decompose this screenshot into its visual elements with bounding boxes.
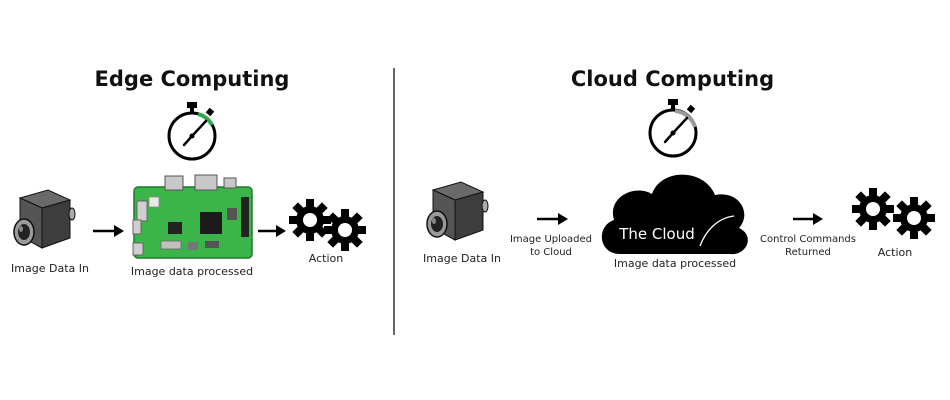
cloud-text: The Cloud	[619, 225, 695, 243]
arrow-right-icon	[793, 213, 823, 225]
cloud-input-label: Image Data In	[423, 252, 501, 265]
edge-title: Edge Computing	[94, 67, 290, 91]
cloud-process-label: Image data processed	[613, 257, 737, 270]
camera-icon	[13, 189, 76, 249]
edge-input-label: Image Data In	[11, 262, 89, 275]
arrow-right-icon	[537, 213, 568, 225]
stopwatch-icon	[648, 97, 698, 158]
upload-label: Image Uploaded to Cloud	[509, 234, 593, 258]
gears-icon	[289, 199, 366, 251]
arrow-right-icon	[258, 225, 286, 237]
cloud-icon	[601, 174, 748, 255]
edge-process-label: Image data processed	[130, 265, 254, 278]
arrow-right-icon	[93, 225, 124, 237]
cloud-output-label: Action	[877, 246, 913, 259]
camera-icon	[426, 181, 489, 241]
edge-output-label: Action	[308, 252, 344, 265]
return-label: Control Commands Returned	[760, 234, 856, 258]
circuit-board-icon	[132, 174, 253, 259]
gears-icon	[852, 188, 935, 239]
stopwatch-icon	[167, 100, 217, 161]
cloud-title: Cloud Computing	[570, 67, 775, 91]
